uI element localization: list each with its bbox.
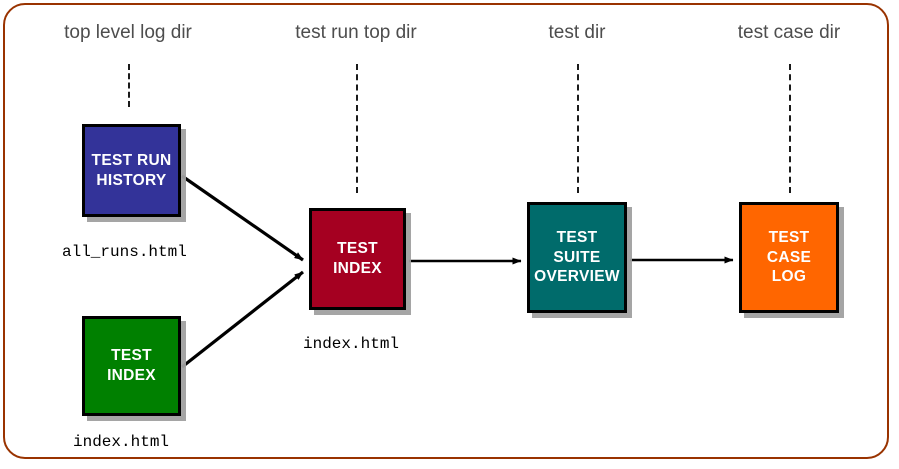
dashed-connector-test-run-top-dir: [356, 64, 358, 193]
file-label-all-runs-html: all_runs.html: [62, 243, 187, 261]
node-test-case-log[interactable]: TEST CASE LOG: [739, 202, 839, 313]
node-test-index-green-label: TEST INDEX: [107, 347, 156, 384]
node-test-index-red[interactable]: TEST INDEX: [309, 208, 406, 310]
dashed-connector-test-dir: [577, 64, 579, 193]
node-test-run-history[interactable]: TEST RUN HISTORY: [82, 124, 181, 217]
node-test-case-log-label: TEST CASE LOG: [766, 228, 812, 286]
dashed-connector-top-level-log-dir: [128, 64, 130, 107]
dashed-connector-test-case-dir: [789, 64, 791, 193]
column-header-top-level-log-dir: top level log dir: [64, 22, 192, 43]
node-test-index-green[interactable]: TEST INDEX: [82, 316, 181, 416]
node-test-suite-overview[interactable]: TEST SUITE OVERVIEW: [527, 202, 627, 313]
column-header-test-run-top-dir: test run top dir: [295, 22, 417, 43]
edge-history-to-index: [181, 174, 304, 262]
node-test-suite-overview-label: TEST SUITE OVERVIEW: [534, 228, 620, 286]
column-header-test-case-dir: test case dir: [737, 22, 841, 43]
node-test-index-red-label: TEST INDEX: [333, 240, 382, 277]
file-label-index-html-green: index.html: [73, 433, 170, 451]
column-header-test-dir: test dir: [548, 22, 606, 43]
node-test-run-history-label: TEST RUN HISTORY: [91, 151, 172, 189]
edge-green-index-to-index: [181, 270, 304, 369]
file-label-index-html-red: index.html: [303, 335, 400, 353]
